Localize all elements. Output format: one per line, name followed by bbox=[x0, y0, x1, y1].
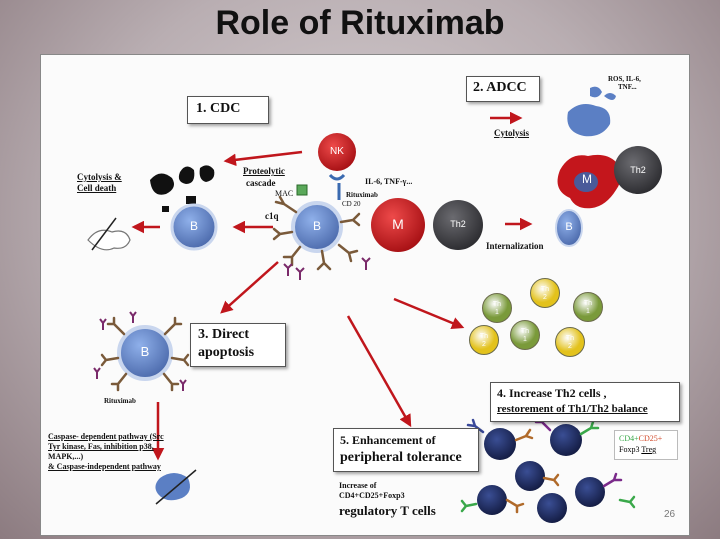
th2-title-1: 4. Increase Th2 cells , bbox=[497, 386, 607, 400]
treg-receptors bbox=[460, 414, 636, 514]
arrow-to-debris bbox=[223, 150, 303, 167]
treg-legend: CD4+CD25+ Foxp3 Treg bbox=[614, 430, 678, 460]
b-apop-label: B bbox=[140, 344, 150, 359]
macrophage-engulfing-icon bbox=[557, 154, 621, 209]
arrow-apoptosis bbox=[220, 261, 279, 314]
treg-label-1: Increase of bbox=[339, 481, 377, 490]
apoptosis-section-box: 3. Direct apoptosis bbox=[190, 323, 286, 367]
cytolysis-death-label-1: Cytolysis & bbox=[77, 172, 122, 182]
free-antibodies-apoptosis bbox=[93, 311, 187, 391]
rituximab-top-label: Rituximab bbox=[346, 191, 378, 199]
antibodies-main bbox=[272, 195, 361, 271]
caspase-label-1: Caspase- dependent pathway (Src bbox=[48, 432, 164, 441]
internalization-label: Internalization bbox=[486, 241, 544, 251]
th2-title-2: restorement of Th1/Th2 balance bbox=[497, 403, 648, 415]
nk-label: NK bbox=[330, 146, 344, 157]
treg-cluster bbox=[477, 424, 605, 523]
b-cell-apoptosis bbox=[117, 325, 173, 381]
b-main-label: B bbox=[312, 219, 321, 233]
arrows bbox=[131, 111, 533, 461]
cytolysis-label: Cytolysis bbox=[494, 128, 530, 138]
th-cell-number: 1 bbox=[495, 309, 499, 316]
mac-icon bbox=[296, 184, 308, 196]
proteolytic-label-1: Proteolytic bbox=[243, 166, 285, 176]
th-cell-number: 1 bbox=[586, 308, 590, 315]
tolerance-title-1: 5. Enhancement of bbox=[340, 433, 436, 447]
arrow-tolerance bbox=[346, 315, 412, 428]
b-cell-internalized bbox=[555, 209, 583, 247]
adcc-section-box: 2. ADCC bbox=[466, 76, 540, 102]
arrow-th2 bbox=[393, 297, 465, 329]
nk-cell bbox=[318, 133, 356, 171]
th-cell-label: Th bbox=[479, 333, 489, 340]
th-cell-number: 2 bbox=[482, 341, 486, 348]
apoptotic-body-icon bbox=[155, 469, 197, 505]
tolerance-section-box: 5. Enhancement of peripheral tolerance bbox=[333, 428, 479, 472]
legend-foxp3: Foxp3 bbox=[619, 445, 640, 454]
c1q-label: c1q bbox=[265, 211, 279, 221]
th-cell-label: Th bbox=[520, 328, 530, 335]
antibodies-apoptosis bbox=[100, 316, 190, 392]
cdc-section-box: 1. CDC bbox=[187, 96, 269, 124]
caspase-label-2: Tyr kinase, Fas, inhibition p38, bbox=[48, 442, 154, 451]
ros-label: ROS, IL-6, bbox=[608, 75, 641, 83]
lysed-cell-icon bbox=[87, 217, 131, 251]
th-cell-label: Th bbox=[540, 286, 550, 293]
caspase-label-4: & Caspase-independent pathway bbox=[48, 462, 161, 471]
th-cell-number: 2 bbox=[568, 343, 572, 350]
adcc-lysed-cell-icon bbox=[567, 86, 616, 137]
th2-right-label: Th2 bbox=[630, 165, 646, 175]
treg-label-3: regulatory T cells bbox=[339, 503, 436, 518]
tolerance-title-2: peripheral tolerance bbox=[340, 450, 462, 465]
treg-label-2: CD4+CD25+Foxp3 bbox=[339, 491, 405, 500]
th2-cell bbox=[433, 200, 483, 250]
apoptosis-title-2: apoptosis bbox=[198, 345, 255, 360]
il6-tnf-label: IL-6, TNF-γ... bbox=[365, 177, 413, 186]
caspase-label-3: MAPK,...) bbox=[48, 452, 84, 461]
cell-debris bbox=[150, 165, 215, 212]
fc-receptor-icon bbox=[328, 173, 346, 181]
tnf-label: TNF... bbox=[618, 83, 637, 91]
b-cell-left bbox=[170, 203, 218, 251]
th-cell-number: 1 bbox=[523, 336, 527, 343]
rituximab-apop-label: Rituximab bbox=[104, 397, 136, 405]
legend-cd4: CD4+ bbox=[619, 434, 639, 443]
adcc-title: 2. ADCC bbox=[473, 80, 527, 95]
b-right-label: B bbox=[565, 221, 573, 233]
th-cell-label: Th bbox=[492, 301, 502, 308]
page-number: 26 bbox=[664, 509, 676, 520]
th-cell-label: Th bbox=[583, 300, 593, 307]
m-cell-label: M bbox=[392, 216, 404, 232]
proteolytic-label-2: cascade bbox=[246, 178, 276, 188]
th2-cell-right bbox=[614, 146, 662, 194]
legend-cd25: CD25+ bbox=[638, 434, 663, 443]
free-antibodies bbox=[283, 257, 371, 280]
th-cell-number: 2 bbox=[543, 294, 547, 301]
mac-label: MAC bbox=[275, 189, 294, 198]
legend-treg: Treg bbox=[641, 445, 657, 454]
th-cell-label: Th bbox=[565, 335, 575, 342]
apoptosis-title-1: 3. Direct bbox=[198, 327, 250, 342]
b-left-label: B bbox=[189, 219, 198, 233]
cd20-label: CD 20 bbox=[342, 200, 361, 208]
b-cell-main bbox=[291, 201, 343, 253]
th2-section-box: 4. Increase Th2 cells , restorement of T… bbox=[490, 382, 680, 422]
th2-cell-label: Th2 bbox=[450, 219, 466, 229]
macrophage-cell bbox=[371, 198, 425, 252]
m-right-label: M bbox=[582, 172, 592, 186]
cytolysis-death-label-2: Cell death bbox=[77, 183, 117, 193]
page-title: Role of Rituximab bbox=[215, 4, 505, 42]
cdc-title: 1. CDC bbox=[196, 101, 241, 116]
